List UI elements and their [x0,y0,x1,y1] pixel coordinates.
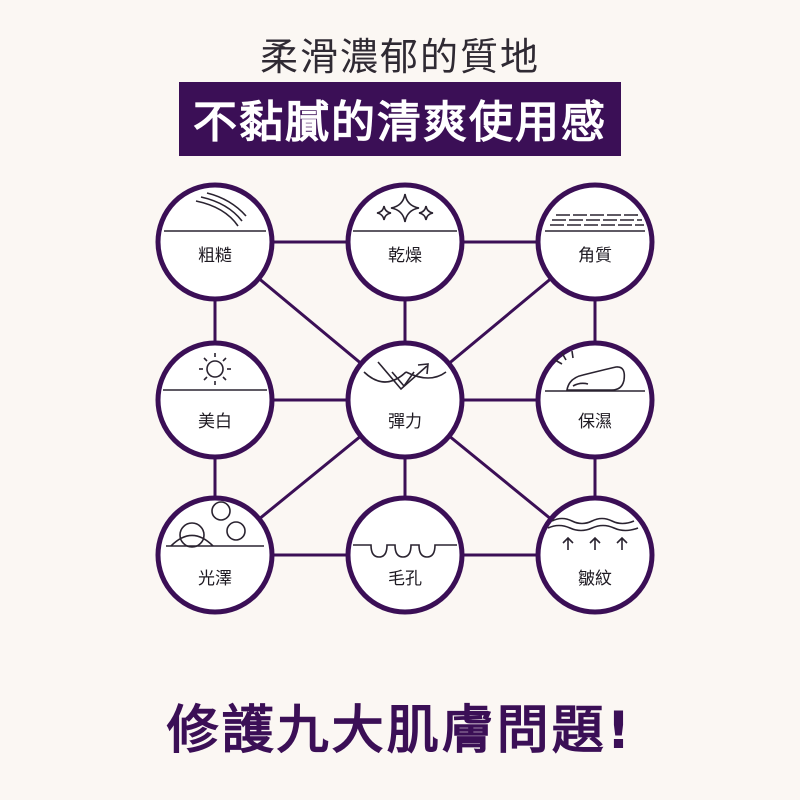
bubbles-icon [166,501,264,548]
node-label-pores: 毛孔 [388,569,422,589]
node-label-dry: 乾燥 [388,246,422,266]
node-label-elasticity: 彈力 [388,412,422,432]
headline-feel: 不黏膩的清爽使用感 [179,82,621,156]
elastic-arrow-icon [363,361,447,391]
node-label-radiance: 光澤 [198,569,232,589]
node-label-rough: 粗糙 [198,246,232,266]
node-elasticity: 彈力 [345,340,465,460]
node-label-whitening: 美白 [198,412,232,432]
footer-claim: 修護九大肌膚問題! [166,701,634,761]
wrinkle-lift-icon [547,517,639,550]
node-pores: 毛孔 [345,495,465,615]
node-wrinkles: 皺紋 [535,495,655,615]
node-rough: 粗糙 [155,182,275,302]
node-keratin: 角質 [535,182,655,302]
pores-icon [353,544,457,558]
sparkle-icon [353,193,457,232]
headline-banner: 不黏膩的清爽使用感 [0,82,800,156]
node-label-keratin: 角質 [578,246,612,266]
node-whitening: 美白 [155,340,275,460]
moisture-drop-icon [545,350,645,392]
sun-icon [163,353,267,391]
node-radiance: 光澤 [155,495,275,615]
layers-icon [545,214,645,232]
headline-texture: 柔滑濃郁的質地 [259,35,540,79]
rough-texture-icon [164,192,266,232]
node-moisture: 保濕 [535,340,655,460]
node-label-moisture: 保濕 [578,412,612,432]
node-dry: 乾燥 [345,182,465,302]
node-label-wrinkles: 皺紋 [578,569,612,589]
